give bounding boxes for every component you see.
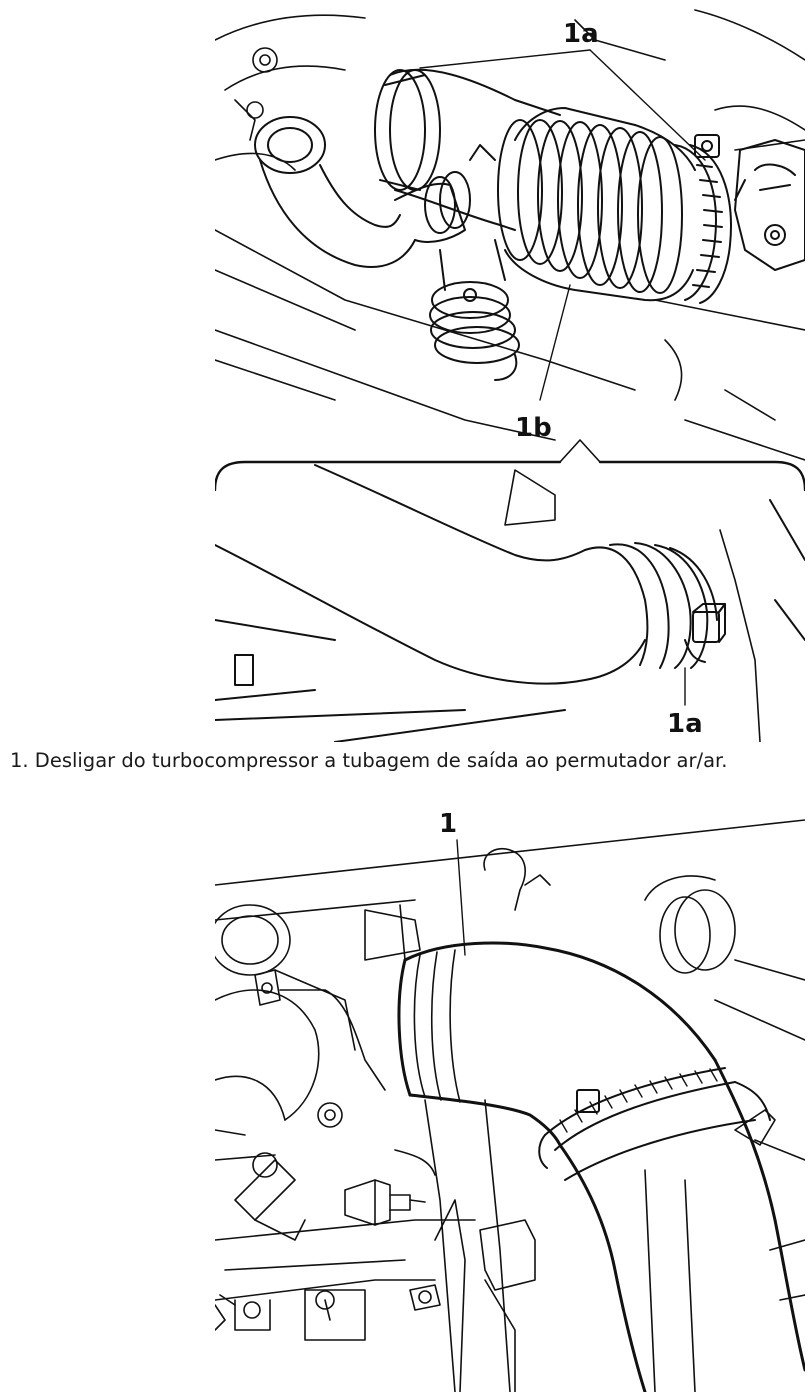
- detail-frame: [215, 439, 805, 492]
- callout-leader-1: [456, 839, 466, 956]
- figure-outlet-pipe: 1: [215, 800, 805, 1392]
- callout-1a-top: 1a: [563, 19, 599, 49]
- figure-turbo-hose-removal: 1a 1b 1a: [215, 0, 805, 742]
- intake-duct: [374, 68, 561, 231]
- small-breather-hose: [429, 144, 520, 381]
- step-instruction-text: 1. Desligar do turbocompressor a tubagem…: [10, 749, 728, 772]
- engine-background-parts: [215, 819, 805, 1121]
- outlet-pipe: [397, 941, 805, 1392]
- line-drawing-top: 1a 1b 1a: [215, 9, 805, 742]
- hose-clamp-right: [674, 134, 732, 304]
- elbow-pipe-left: [254, 116, 471, 268]
- line-drawing-bottom: 1: [215, 809, 805, 1392]
- pipe-hose-clamp: [538, 1067, 771, 1181]
- pipe-rings: [413, 949, 461, 1103]
- callout-1: 1: [439, 809, 457, 839]
- callout-1a-bottom: 1a: [667, 709, 703, 739]
- detail-hose-clamp: [215, 464, 805, 742]
- callout-leaders-top: [419, 49, 706, 401]
- corrugated-bellows-hose: [497, 107, 696, 302]
- sensor-connector: [734, 139, 805, 271]
- callout-1b: 1b: [515, 413, 552, 443]
- engine-fittings-left: [215, 969, 805, 1392]
